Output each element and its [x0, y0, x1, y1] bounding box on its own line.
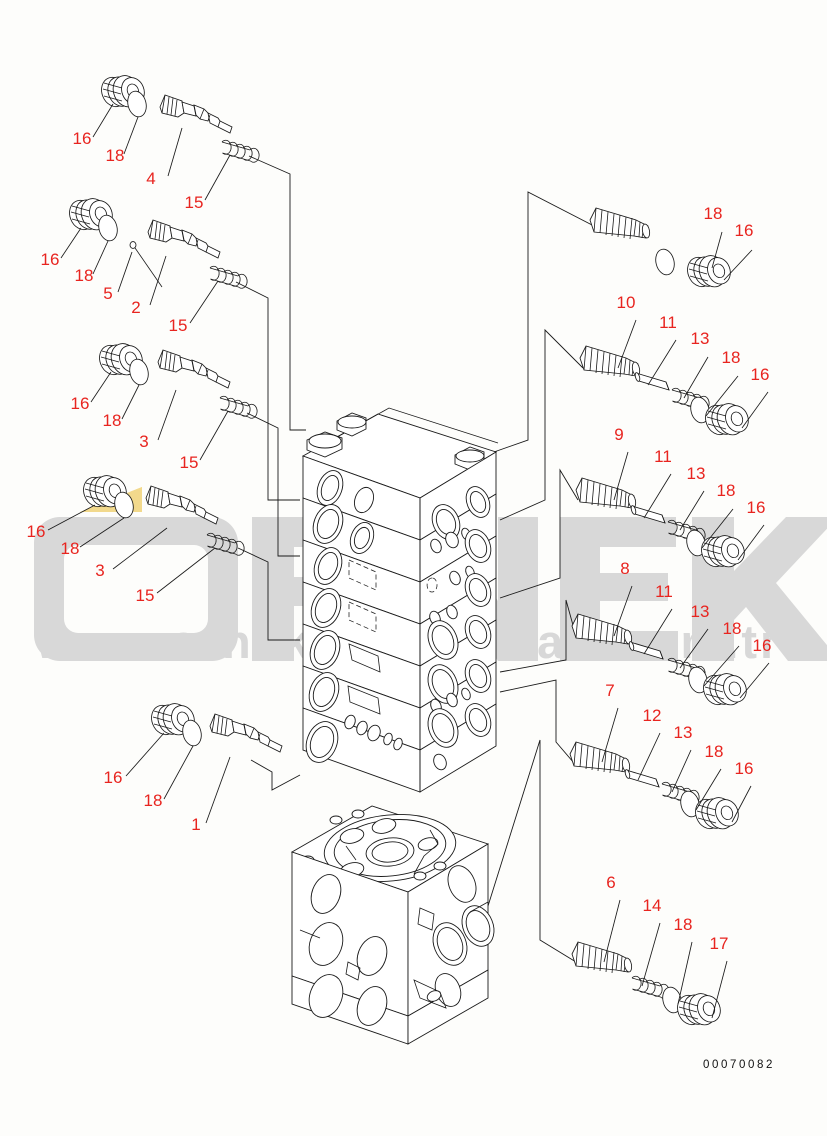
callout-number: 18 — [144, 791, 163, 810]
callout-number: 13 — [687, 464, 706, 483]
callout-number: 8 — [620, 559, 629, 578]
callout-number: 12 — [643, 706, 662, 725]
callout-number: 15 — [185, 193, 204, 212]
part-group-4 — [92, 71, 260, 201]
part-group-9 — [575, 451, 765, 572]
callout-number: 17 — [710, 934, 729, 953]
callout-number: 13 — [691, 602, 710, 621]
part-group-10 — [579, 319, 769, 440]
callout-number: 10 — [617, 293, 636, 312]
callout-number: 7 — [605, 681, 614, 700]
part-group-7 — [569, 707, 752, 834]
callout-number: 18 — [717, 481, 736, 500]
callout-number: 13 — [674, 723, 693, 742]
callout-number: 15 — [136, 586, 155, 605]
callout-number: 16 — [751, 365, 770, 384]
part-group-1 — [125, 699, 283, 824]
callout-number: 16 — [73, 129, 92, 148]
callout-number: 13 — [691, 329, 710, 348]
callout-number: 18 — [61, 539, 80, 558]
callout-number: 18 — [674, 915, 693, 934]
callout-number: 2 — [131, 298, 140, 317]
callout-number: 16 — [735, 221, 754, 240]
callout-number: 14 — [643, 896, 662, 915]
callout-number: 16 — [747, 498, 766, 517]
callout-number: 18 — [705, 742, 724, 761]
callout-number: 15 — [169, 316, 188, 335]
part-group-3b — [47, 471, 245, 594]
callout-number: 18 — [722, 348, 741, 367]
callout-number: 11 — [659, 313, 677, 332]
callout-number: 15 — [180, 453, 199, 472]
part-group-2 — [60, 194, 248, 324]
callout-number: 1 — [191, 815, 200, 834]
callout-number: 3 — [95, 561, 104, 580]
connector-lines — [235, 155, 595, 963]
callout-number: 18 — [723, 619, 742, 638]
callout-number: 16 — [735, 759, 754, 778]
callout-number: 3 — [139, 432, 148, 451]
part-group-10-top — [589, 207, 753, 292]
callout-number: 16 — [753, 636, 772, 655]
lower-valve-block — [290, 805, 495, 1045]
callout-number: 16 — [27, 522, 46, 541]
part-group-3a — [90, 339, 258, 461]
callout-number: 16 — [71, 394, 90, 413]
callout-number: 18 — [106, 146, 125, 165]
watermark-logo-o — [34, 517, 238, 661]
part-group-8 — [571, 585, 770, 710]
callout-number: 16 — [41, 250, 60, 269]
callout-number: 6 — [606, 873, 615, 892]
callout-number: 18 — [75, 266, 94, 285]
callout-number: 5 — [103, 284, 112, 303]
callout-number: 4 — [146, 169, 155, 188]
part-group-6 — [571, 899, 728, 1030]
callout-number: 18 — [103, 411, 122, 430]
callout-number: 9 — [614, 425, 623, 444]
callout-number: 11 — [654, 447, 672, 466]
callout-number: 18 — [704, 204, 723, 223]
drawing-number: 00070082 — [703, 1059, 775, 1071]
callout-number: 11 — [655, 582, 673, 601]
callout-number: 16 — [104, 768, 123, 787]
valve-block-stack — [301, 407, 499, 793]
